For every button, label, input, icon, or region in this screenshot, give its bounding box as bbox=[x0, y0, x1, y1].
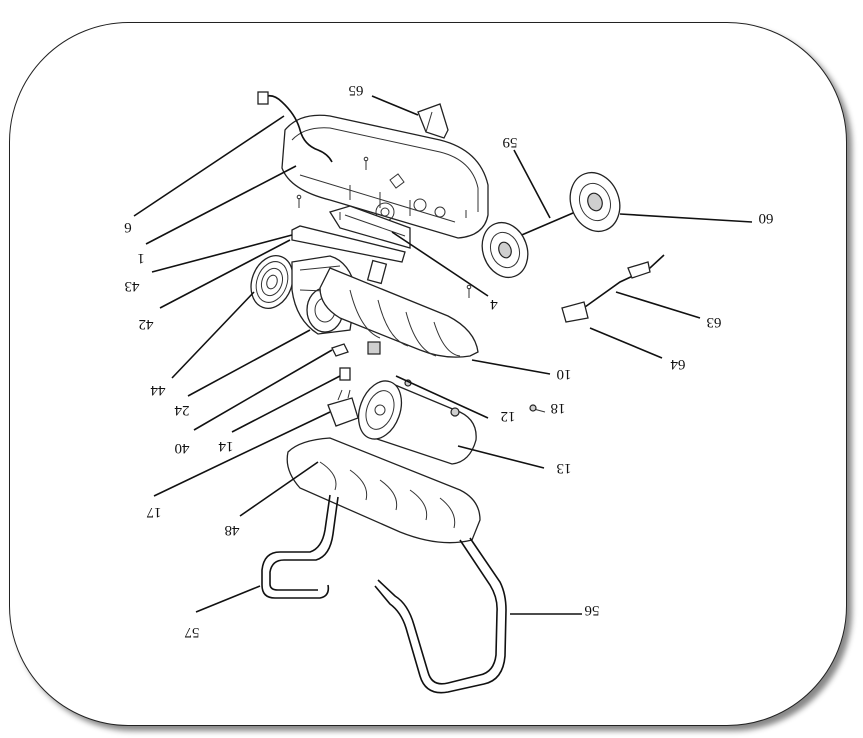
part-13-combustion-chamber bbox=[357, 379, 477, 465]
label-63: 63 bbox=[707, 314, 722, 330]
label-48: 48 bbox=[225, 522, 240, 538]
label-17: 17 bbox=[146, 504, 162, 520]
label-60: 60 bbox=[759, 210, 774, 226]
label-59: 59 bbox=[503, 134, 518, 150]
label-12: 12 bbox=[501, 408, 516, 424]
label-43: 43 bbox=[125, 278, 140, 294]
label-40: 40 bbox=[175, 440, 190, 456]
label-6: 6 bbox=[124, 219, 132, 235]
top-housing bbox=[281, 114, 489, 239]
label-13: 13 bbox=[557, 460, 572, 476]
part-43-plate bbox=[291, 205, 411, 263]
power-cord bbox=[257, 91, 333, 163]
part-17-ignitor bbox=[327, 389, 359, 427]
label-44: 44 bbox=[150, 382, 166, 398]
label-65: 65 bbox=[349, 82, 364, 98]
label-4: 4 bbox=[490, 296, 498, 312]
label-14: 14 bbox=[218, 438, 234, 454]
label-1: 1 bbox=[137, 250, 145, 266]
part-44-fan-guard bbox=[250, 255, 294, 309]
label-56: 56 bbox=[584, 602, 600, 618]
label-18: 18 bbox=[551, 400, 566, 416]
part-56-57-frame bbox=[261, 494, 507, 694]
label-64: 64 bbox=[670, 356, 686, 372]
part-labels: 6 1 43 42 44 24 40 14 17 48 57 56 65 59 … bbox=[124, 82, 774, 640]
part-65-bracket bbox=[417, 103, 449, 139]
part-63-64-bracket bbox=[561, 254, 665, 323]
label-42: 42 bbox=[139, 316, 154, 332]
label-10: 10 bbox=[557, 366, 572, 382]
leader-lines bbox=[133, 95, 753, 615]
label-57: 57 bbox=[184, 624, 200, 640]
part-59-60-wheels bbox=[481, 171, 621, 279]
part-10-upper-shell bbox=[319, 267, 479, 358]
small-parts bbox=[331, 343, 546, 413]
screws bbox=[296, 156, 472, 298]
label-24: 24 bbox=[174, 402, 190, 418]
